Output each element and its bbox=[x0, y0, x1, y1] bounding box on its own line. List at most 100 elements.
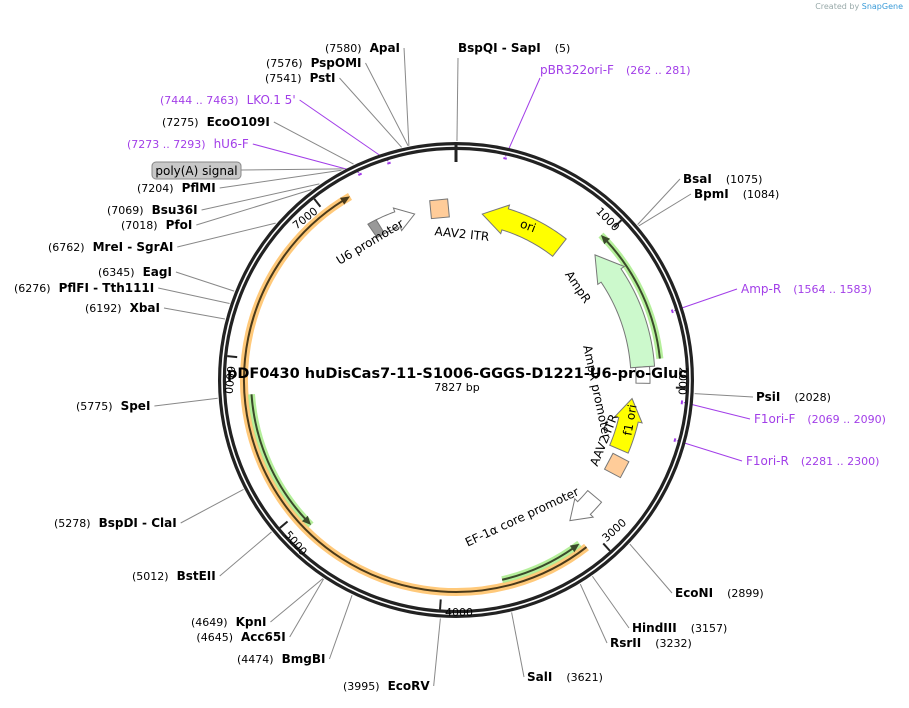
restriction-site-bsu36i[interactable]: Bsu36I bbox=[152, 203, 198, 217]
site-leader bbox=[270, 578, 324, 623]
site-position: (7275) bbox=[162, 116, 199, 129]
restriction-site-xbai[interactable]: XbaI bbox=[130, 301, 160, 315]
site-position: (4649) bbox=[191, 616, 228, 629]
site-position: (2899) bbox=[727, 587, 764, 600]
site-leader bbox=[177, 222, 276, 248]
restriction-site-mrei-sgrai[interactable]: MreI - SgrAI bbox=[93, 240, 174, 254]
site-leader bbox=[511, 612, 525, 678]
u6-gray-block bbox=[367, 219, 386, 239]
site-leader bbox=[163, 307, 226, 320]
restriction-site-ecoo109i[interactable]: EcoO109I bbox=[207, 115, 270, 129]
site-leader bbox=[289, 578, 325, 638]
orf-arrow-ampr bbox=[605, 239, 661, 359]
site-leader bbox=[180, 488, 244, 524]
restriction-site-bpmi[interactable]: BpmI bbox=[694, 187, 729, 201]
primer-leader bbox=[252, 143, 360, 173]
features bbox=[240, 157, 684, 596]
primer-range: (2069 .. 2090) bbox=[807, 413, 886, 426]
site-position: (5012) bbox=[132, 570, 169, 583]
primer-range: (2281 .. 2300) bbox=[801, 455, 880, 468]
tick-mark bbox=[613, 219, 623, 228]
site-position: (3621) bbox=[566, 671, 603, 684]
restriction-site-pfoi[interactable]: PfoI bbox=[166, 218, 193, 232]
feature-label-ef1a-promoter[interactable]: EF-1α core promoter bbox=[463, 484, 581, 549]
primer-leader bbox=[674, 288, 738, 312]
site-position: (4474) bbox=[237, 653, 274, 666]
restriction-site-pspomi[interactable]: PspOMI bbox=[311, 56, 362, 70]
site-position: (7204) bbox=[137, 182, 174, 195]
site-leader bbox=[433, 618, 441, 687]
snapgene-credit: Created by SnapGene bbox=[815, 2, 903, 11]
feature-label-aav2-itr-top[interactable]: AAV2 ITR bbox=[434, 224, 490, 244]
restriction-site-bsteii[interactable]: BstEII bbox=[177, 569, 216, 583]
primer-range: (1564 .. 1583) bbox=[793, 283, 872, 296]
site-leader bbox=[219, 531, 272, 577]
restriction-site-bspqi-sapi[interactable]: BspQI - SapI bbox=[458, 41, 541, 55]
site-leader bbox=[201, 183, 320, 211]
f1-ori-feature bbox=[609, 397, 643, 454]
site-position: (7018) bbox=[121, 219, 158, 232]
site-position: (3995) bbox=[343, 680, 380, 693]
primer-f1ori-f[interactable]: F1ori-F bbox=[754, 412, 795, 426]
restriction-site-bmgbi[interactable]: BmgBI bbox=[282, 652, 326, 666]
feature-label-ori[interactable]: ori bbox=[518, 217, 538, 236]
leader-lines bbox=[154, 47, 754, 687]
primer-pbr322ori-f[interactable]: pBR322ori-F bbox=[540, 63, 614, 77]
orf-arrow-bottom bbox=[501, 547, 575, 581]
restriction-site-psii[interactable]: PsiI bbox=[756, 390, 780, 404]
restriction-site-rsrii[interactable]: RsrII bbox=[610, 636, 641, 650]
site-position: (6762) bbox=[48, 241, 85, 254]
primer-range: (262 .. 281) bbox=[626, 64, 691, 77]
restriction-site-kpni[interactable]: KpnI bbox=[236, 615, 267, 629]
tick-mark bbox=[602, 542, 611, 552]
restriction-site-psti[interactable]: PstI bbox=[310, 71, 336, 85]
polya-signal-badge bbox=[151, 161, 242, 180]
restriction-site-bsai[interactable]: BsaI bbox=[683, 172, 712, 186]
site-position: (1084) bbox=[743, 188, 780, 201]
primer-range: (7444 .. 7463) bbox=[160, 94, 239, 107]
site-leader bbox=[638, 193, 692, 227]
restriction-site-apai[interactable]: ApaI bbox=[370, 41, 400, 55]
primer-hu6-f[interactable]: hU6-F bbox=[214, 137, 249, 151]
restriction-site-econi[interactable]: EcoNI bbox=[675, 586, 713, 600]
restriction-site-spei[interactable]: SpeI bbox=[121, 399, 151, 413]
tick-mark bbox=[313, 198, 322, 208]
site-position: (7069) bbox=[107, 204, 144, 217]
primer-leader bbox=[299, 99, 389, 162]
restriction-site-eagi[interactable]: EagI bbox=[143, 265, 172, 279]
feature-label-ampr[interactable]: AmpR bbox=[562, 268, 594, 306]
tick-mark bbox=[227, 355, 238, 359]
aav2-itr-right bbox=[603, 452, 630, 479]
restriction-site-pflfi-tth111i[interactable]: PflFI - Tth111I bbox=[59, 281, 155, 295]
site-leader bbox=[694, 393, 754, 398]
primer-f1ori-r[interactable]: F1ori-R bbox=[746, 454, 789, 468]
aav2-itr-top bbox=[429, 198, 450, 220]
site-position: (7576) bbox=[266, 57, 303, 70]
site-leader bbox=[219, 169, 342, 189]
primer-amp-r[interactable]: Amp-R bbox=[741, 282, 781, 296]
tick-label: 4000 bbox=[445, 606, 473, 619]
primer-leader bbox=[505, 77, 541, 157]
polya-signal-label[interactable]: poly(A) signal bbox=[155, 164, 237, 178]
site-leader bbox=[328, 595, 353, 660]
primer-lko-1-5-[interactable]: LKO.1 5' bbox=[247, 93, 296, 107]
plasmid-length: 7827 bp bbox=[434, 381, 479, 394]
restriction-site-pflmi[interactable]: PflMI bbox=[182, 181, 216, 195]
restriction-site-hindiii[interactable]: HindIII bbox=[632, 621, 677, 635]
site-position: (1075) bbox=[726, 173, 763, 186]
ampr-promoter-feature bbox=[635, 365, 651, 384]
site-leader bbox=[456, 57, 459, 142]
site-position: (5) bbox=[555, 42, 571, 55]
restriction-site-ecorv[interactable]: EcoRV bbox=[388, 679, 431, 693]
site-leader bbox=[629, 543, 673, 594]
restriction-site-bspdi-clai[interactable]: BspDI - ClaI bbox=[99, 516, 177, 530]
site-leader bbox=[403, 47, 410, 146]
restriction-site-sali[interactable]: SalI bbox=[527, 670, 552, 684]
feature-label-f1-ori[interactable]: f1 ori bbox=[620, 403, 639, 436]
restriction-site-acc65i[interactable]: Acc65I bbox=[241, 630, 286, 644]
ef1a-promoter-feature bbox=[569, 489, 603, 522]
site-position: (2028) bbox=[794, 391, 831, 404]
primer-mark bbox=[503, 157, 507, 160]
tick-mark bbox=[279, 520, 289, 529]
